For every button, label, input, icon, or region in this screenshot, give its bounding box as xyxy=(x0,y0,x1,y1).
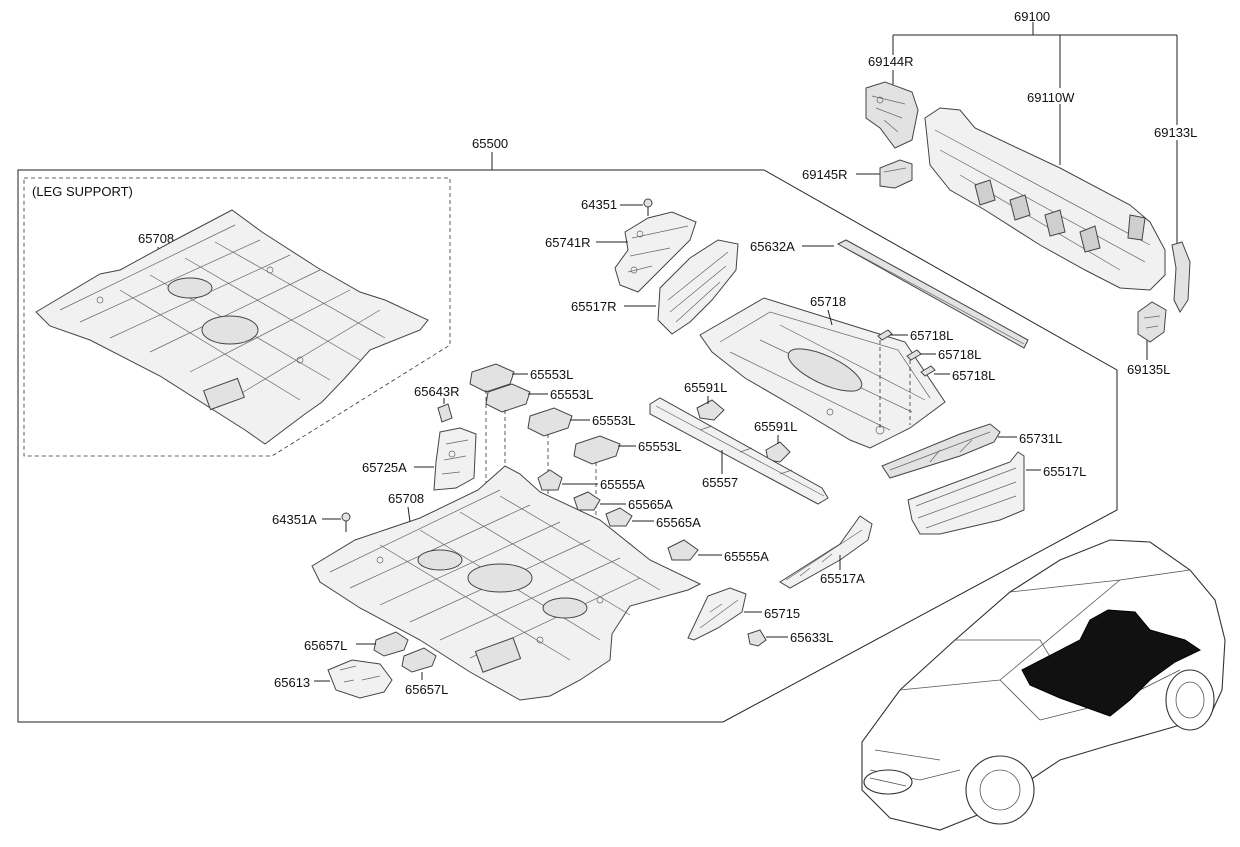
label-65555A-2: 65555A xyxy=(724,549,769,564)
part-65643R xyxy=(437,403,453,423)
part-65553L-plates xyxy=(469,363,621,590)
part-69144R xyxy=(865,81,919,149)
part-65718 xyxy=(699,297,946,449)
label-65553L-4: 65553L xyxy=(638,439,681,454)
part-69135L xyxy=(1137,301,1167,343)
label-65657L-1: 65657L xyxy=(304,638,347,653)
assembly-69100-leaders xyxy=(856,22,1178,360)
label-65643R: 65643R xyxy=(414,384,460,399)
label-65557: 65557 xyxy=(702,475,738,490)
part-65555A-65565A xyxy=(537,469,699,561)
label-65613: 65613 xyxy=(274,675,310,690)
leg-support-title: (LEG SUPPORT) xyxy=(32,184,133,199)
assembly-65500-outline xyxy=(17,152,1118,723)
part-65741R xyxy=(614,211,697,293)
label-65500: 65500 xyxy=(472,136,508,151)
label-65731L: 65731L xyxy=(1019,431,1062,446)
label-69145R: 69145R xyxy=(802,167,848,182)
label-65591L-1: 65591L xyxy=(684,380,727,395)
part-65708-leg-support xyxy=(35,209,429,445)
label-65591L-2: 65591L xyxy=(754,419,797,434)
label-65718: 65718 xyxy=(810,294,846,309)
label-65517R: 65517R xyxy=(571,299,617,314)
label-69110W: 69110W xyxy=(1027,90,1075,105)
part-65708-main xyxy=(311,465,702,701)
part-65633L xyxy=(747,629,767,647)
label-65715: 65715 xyxy=(764,606,800,621)
part-65517A xyxy=(779,515,873,589)
part-69145R xyxy=(879,159,913,189)
label-65741R: 65741R xyxy=(545,235,591,250)
label-65718L-3: 65718L xyxy=(952,368,995,383)
label-65633L: 65633L xyxy=(790,630,833,645)
part-69133L xyxy=(1171,241,1191,313)
part-65517L xyxy=(907,451,1025,535)
label-65565A-1: 65565A xyxy=(628,497,673,512)
label-65553L-1: 65553L xyxy=(530,367,573,382)
label-65553L-2: 65553L xyxy=(550,387,593,402)
vehicle-illustration xyxy=(861,539,1226,831)
part-65557 xyxy=(649,397,829,505)
part-65517R xyxy=(657,239,739,335)
part-65725A xyxy=(433,427,477,491)
label-65708-leg: 65708 xyxy=(138,231,174,246)
part-64351-top xyxy=(643,198,653,216)
label-69133L: 69133L xyxy=(1154,125,1197,140)
part-64351A xyxy=(341,512,351,532)
label-65718L-1: 65718L xyxy=(910,328,953,343)
label-65725A: 65725A xyxy=(362,460,407,475)
label-69135L: 69135L xyxy=(1127,362,1170,377)
label-65657L-2: 65657L xyxy=(405,682,448,697)
label-65632A: 65632A xyxy=(750,239,795,254)
label-65517A: 65517A xyxy=(820,571,865,586)
label-65553L-3: 65553L xyxy=(592,413,635,428)
part-69110W xyxy=(924,107,1166,291)
label-65517L: 65517L xyxy=(1043,464,1086,479)
label-64351A: 64351A xyxy=(272,512,317,527)
part-65657L-65613 xyxy=(327,631,437,699)
label-69144R: 69144R xyxy=(868,54,914,69)
label-69100: 69100 xyxy=(1014,9,1050,24)
label-65718L-2: 65718L xyxy=(938,347,981,362)
label-65565A-2: 65565A xyxy=(656,515,701,530)
label-65708-main: 65708 xyxy=(388,491,424,506)
part-65731L xyxy=(881,423,1001,479)
part-65718L-clips xyxy=(877,329,936,430)
label-64351-top: 64351 xyxy=(581,197,617,212)
part-65715 xyxy=(687,587,747,641)
label-65555A-1: 65555A xyxy=(600,477,645,492)
part-65632A xyxy=(836,239,1029,349)
